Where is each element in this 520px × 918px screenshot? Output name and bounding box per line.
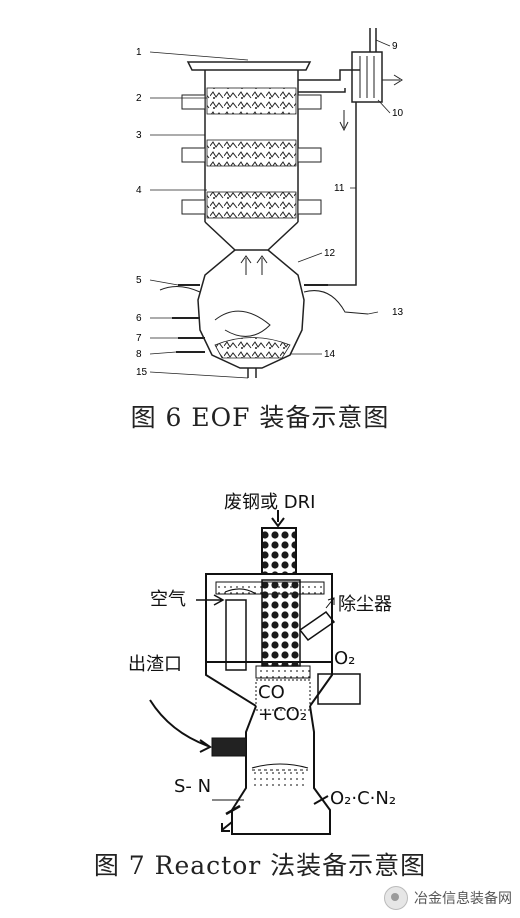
callout-10: 10: [392, 108, 404, 119]
o2cn2-label: O₂·C·N₂: [330, 788, 397, 809]
callout-12: 12: [324, 248, 336, 259]
co2-label: +CO₂: [258, 704, 308, 725]
callout-4: 4: [136, 185, 142, 196]
callout-14: 14: [324, 349, 336, 360]
o2-label: O₂: [334, 648, 356, 669]
callout-7: 7: [136, 333, 142, 344]
figure-6-caption: 图 6 EOF 装备示意图: [130, 403, 390, 432]
callout-6: 6: [136, 313, 142, 324]
callout-15: 15: [136, 367, 148, 378]
feed-label: 废钢或 DRI: [224, 492, 316, 513]
figure-7: 废钢或 DRI 空气 除尘器 出渣口 O₂ CO +CO₂ S- N O₂·C·…: [0, 470, 520, 918]
reactor-diagram: [149, 510, 361, 835]
watermark: 冶金信息装备网: [384, 886, 512, 910]
callout-8: 8: [136, 349, 142, 360]
eof-diagram: 1 2 3 4 5 6 7 8 9 10 11 12 13 14 15: [136, 28, 404, 379]
watermark-text: 冶金信息装备网: [414, 891, 512, 907]
callout-9: 9: [392, 41, 398, 52]
callout-2: 2: [136, 93, 142, 104]
callout-13: 13: [392, 307, 404, 318]
wechat-logo-icon: [384, 886, 408, 910]
co-label: CO: [258, 682, 285, 703]
callout-5: 5: [136, 275, 142, 286]
callout-3: 3: [136, 130, 142, 141]
callout-11: 11: [334, 183, 345, 194]
figure-7-caption: 图 7 Reactor 法装备示意图: [93, 851, 427, 880]
air-label: 空气: [150, 589, 186, 610]
sn-label: S- N: [174, 776, 212, 797]
slag-outlet-label: 出渣口: [128, 654, 182, 675]
callout-1: 1: [136, 47, 142, 58]
dust-collector-label: 除尘器: [338, 594, 392, 615]
figure-6: 1 2 3 4 5 6 7 8 9 10 11 12 13 14 15 图 6 …: [130, 28, 404, 432]
